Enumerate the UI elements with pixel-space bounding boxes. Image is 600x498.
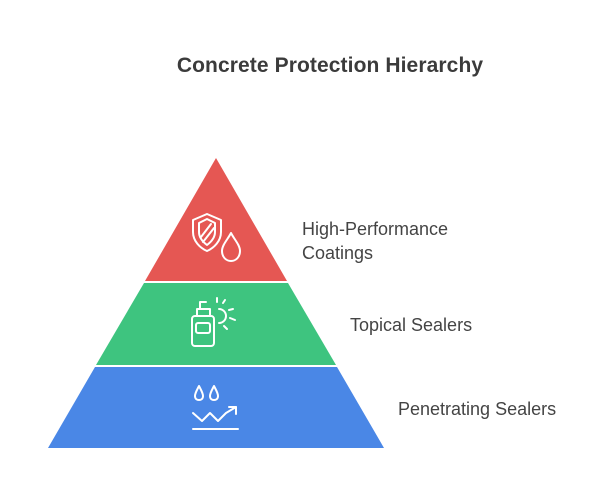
- tier-bottom-penetrating-sealers: [48, 367, 384, 448]
- tier-label-topical-sealers: Topical Sealers: [350, 315, 473, 335]
- tier-label-line-1: High-Performance: [302, 219, 449, 239]
- tier-middle-topical-sealers: [96, 283, 336, 365]
- tier-label-penetrating-sealers: Penetrating Sealers: [398, 399, 557, 419]
- sealer-bottle-sun-icon: [191, 297, 236, 347]
- shield-droplet-icon: [192, 213, 241, 262]
- droplets-penetration-icon: [192, 385, 239, 430]
- tier-label-high-performance-coatings: High-Performance Coatings: [302, 217, 502, 265]
- tier-label-line-2: Coatings: [302, 243, 374, 263]
- tier-top-high-performance-coatings: [145, 158, 287, 281]
- diagram-title: Concrete Protection Hierarchy: [176, 54, 484, 77]
